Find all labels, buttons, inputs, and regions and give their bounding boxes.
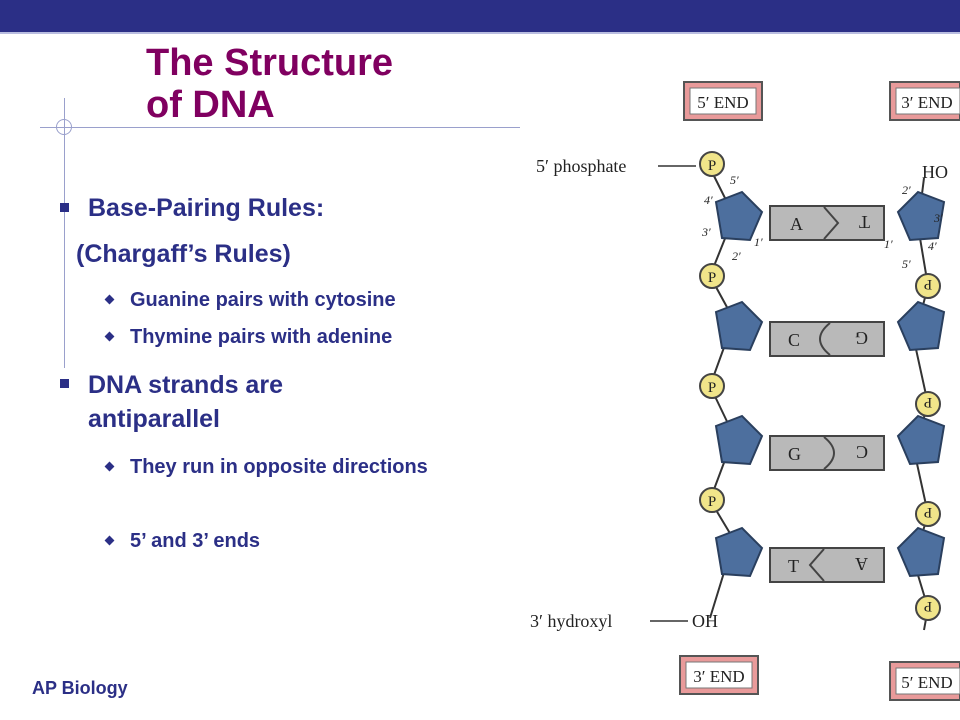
svg-text:1′: 1′ [884, 237, 893, 251]
end-label: 5′ END [697, 93, 748, 112]
bullet-base-pairing: Base-Pairing Rules: [88, 194, 325, 222]
svg-text:P: P [708, 494, 716, 510]
dna-structure-diagram: 5′ END 3′ END 3′ END 5′ END 5′ phosphate… [530, 81, 960, 701]
svg-text:P: P [924, 394, 932, 410]
slide-title: The Structure of DNA [146, 42, 393, 126]
decorative-crosshair [56, 119, 72, 135]
base-pair-row: C G [769, 321, 885, 357]
svg-text:P: P [924, 504, 932, 520]
svg-text:5′: 5′ [902, 257, 911, 271]
end-label: 3′ END [693, 667, 744, 686]
svg-text:2′: 2′ [732, 249, 741, 263]
base-pair-row: T A [769, 547, 885, 583]
svg-text:P: P [924, 598, 932, 614]
bullet-antiparallel: DNA strands are antiparallel [88, 371, 283, 433]
sugar-group-right [896, 190, 946, 578]
footer-label: AP Biology [32, 678, 128, 698]
svg-text:A: A [855, 554, 868, 574]
svg-text:P: P [708, 380, 716, 396]
svg-text:4′: 4′ [928, 239, 937, 253]
oh-label: OH [692, 611, 718, 631]
top-banner-rule [0, 32, 960, 34]
end-box-top-left: 5′ END [683, 81, 763, 121]
sub-bullet-guanine: Guanine pairs with cytosine [130, 289, 396, 311]
end-box-bottom-right: 5′ END [889, 661, 960, 701]
svg-text:5′: 5′ [730, 173, 739, 187]
phosphate-group-left: P P P P [699, 151, 725, 513]
bullet-diamond-icon [104, 461, 115, 472]
svg-text:3′: 3′ [701, 225, 711, 239]
top-banner [0, 0, 960, 32]
end-box-top-right: 3′ END [889, 81, 960, 121]
ho-label: HO [922, 162, 948, 182]
end-box-bottom-left: 3′ END [679, 655, 759, 695]
svg-text:T: T [788, 556, 799, 576]
svg-text:A: A [790, 214, 803, 234]
svg-text:P: P [924, 276, 932, 292]
svg-text:4′: 4′ [704, 193, 713, 207]
svg-text:P: P [708, 270, 716, 286]
bullet-diamond-icon [104, 294, 115, 305]
end-label: 5′ END [901, 673, 952, 692]
bullet-square-icon [60, 379, 69, 388]
decorative-vertical-rule [64, 98, 65, 368]
svg-text:T: T [859, 212, 870, 232]
phosphate-group-right: P P P P [915, 273, 941, 621]
slide-title-line-1: The Structure [146, 42, 394, 84]
sub-bullet-ends: 5’ and 3’ ends [130, 530, 261, 552]
base-pair-row: G C [769, 435, 885, 471]
svg-text:P: P [708, 158, 716, 174]
svg-text:3′: 3′ [933, 211, 943, 225]
end-label: 3′ END [901, 93, 952, 112]
svg-text:C: C [856, 442, 868, 462]
sub-bullet-thymine: Thymine pairs with adenine [130, 326, 393, 348]
phosphate-label: 5′ phosphate [536, 156, 626, 176]
svg-text:1′: 1′ [754, 235, 763, 249]
sub-bullet-opposite-directions: They run in opposite directions [130, 456, 428, 478]
svg-text:C: C [788, 330, 800, 350]
bullet-chargaff: (Chargaff’s Rules) [76, 240, 291, 268]
bullet-diamond-icon [104, 535, 115, 546]
decorative-horizontal-rule [40, 127, 520, 128]
bullet-square-icon [60, 203, 69, 212]
svg-text:2′: 2′ [902, 183, 911, 197]
carbon-labels: 5′ 4′ 3′ 2′ 1′ 2′ 3′ 4′ 5′ 1′ [701, 173, 943, 271]
svg-text:G: G [788, 444, 801, 464]
bullet-diamond-icon [104, 331, 115, 342]
slide-title-line-2: of DNA [146, 84, 275, 126]
sugar-group-left [714, 190, 764, 578]
svg-text:G: G [855, 328, 868, 348]
base-pair-row: A T [769, 205, 885, 241]
hydroxyl-label: 3′ hydroxyl [530, 611, 612, 631]
